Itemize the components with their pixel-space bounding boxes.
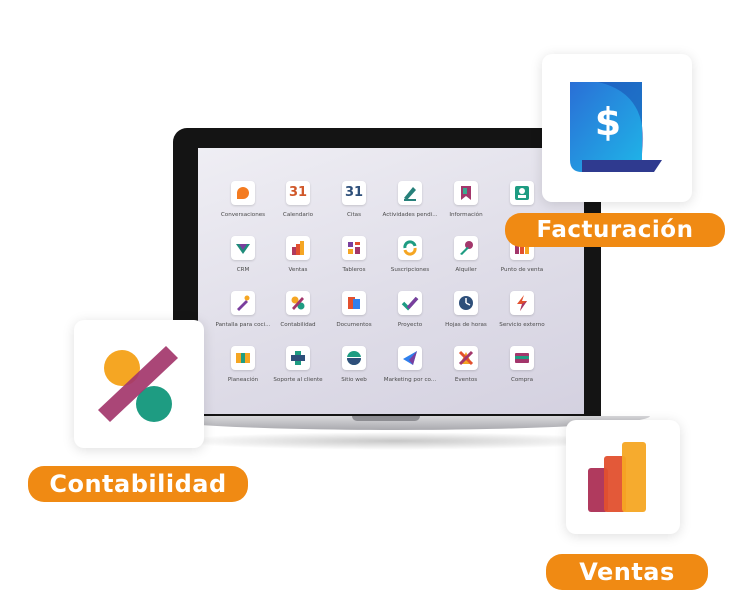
app-label: Contabilidad <box>280 322 316 328</box>
app-label: Marketing por co... <box>383 377 437 383</box>
sales-chart-icon <box>286 236 310 260</box>
app-label: Sitio web <box>341 377 367 383</box>
app-label: Planeación <box>227 377 259 383</box>
app-label: Ventas <box>288 267 308 273</box>
website-icon <box>342 346 366 370</box>
app-label: Eventos <box>454 377 478 383</box>
clock-icon <box>454 291 478 315</box>
app-eventos[interactable]: Eventos <box>436 346 496 396</box>
documents-icon <box>342 291 366 315</box>
app-label: Servicio externo <box>499 322 545 328</box>
contabilidad-label: Contabilidad <box>28 466 248 502</box>
app-tableros[interactable]: Tableros <box>324 236 384 286</box>
app-citas[interactable]: 31 Citas <box>324 181 384 231</box>
app-servicio-externo[interactable]: Servicio externo <box>492 291 552 341</box>
planning-icon <box>231 346 255 370</box>
crm-icon <box>231 236 255 260</box>
app-label: Citas <box>347 212 361 218</box>
app-label: Compra <box>510 377 534 383</box>
app-label: Documentos <box>336 322 372 328</box>
app-hojas-de-horas[interactable]: Hojas de horas <box>436 291 496 341</box>
ventas-label: Ventas <box>546 554 708 590</box>
events-icon <box>454 346 478 370</box>
app-planeacion[interactable]: Planeación <box>213 346 273 396</box>
app-sitio-web[interactable]: Sitio web <box>324 346 384 396</box>
facturacion-card[interactable]: $ <box>542 54 692 202</box>
app-documentos[interactable]: Documentos <box>324 291 384 341</box>
app-suscripciones[interactable]: Suscripciones <box>380 236 440 286</box>
app-contactos[interactable] <box>492 181 552 231</box>
app-crm[interactable]: CRM <box>213 236 273 286</box>
app-label: Actividades pendi... <box>382 212 438 218</box>
app-label: Punto de venta <box>500 267 544 273</box>
app-label: CRM <box>236 267 250 273</box>
app-label: Soporte al cliente <box>273 377 323 383</box>
app-label: Conversaciones <box>220 212 266 218</box>
app-label: Hojas de horas <box>445 322 487 328</box>
laptop-shadow <box>170 432 620 450</box>
app-marketing[interactable]: Marketing por co... <box>380 346 440 396</box>
contabilidad-card[interactable] <box>74 320 204 448</box>
app-alquiler[interactable]: Alquiler <box>436 236 496 286</box>
app-label: Información <box>449 212 483 218</box>
support-icon <box>286 346 310 370</box>
app-label: Calendario <box>282 212 314 218</box>
appointment-icon: 31 <box>342 181 366 205</box>
app-label: Pantalla para coci... <box>215 322 271 328</box>
calendar-glyph: 31 <box>288 185 308 200</box>
app-proyecto[interactable]: Proyecto <box>380 291 440 341</box>
ventas-card[interactable] <box>566 420 680 534</box>
app-contabilidad[interactable]: Contabilidad <box>268 291 328 341</box>
accounting-icon <box>286 291 310 315</box>
sales-chart-icon <box>588 442 646 512</box>
invoice-dollar-icon <box>570 82 662 172</box>
contact-card-icon <box>510 181 534 205</box>
chat-bubble-icon <box>231 181 255 205</box>
laptop-screen: Conversaciones 31 Calendario 31 Citas Ac… <box>198 148 584 414</box>
app-actividades[interactable]: Actividades pendi... <box>380 181 440 231</box>
key-icon <box>454 236 478 260</box>
app-soporte-cliente[interactable]: Soporte al cliente <box>268 346 328 396</box>
dashboard-icon <box>342 236 366 260</box>
pen-icon <box>398 181 422 205</box>
bookmark-icon <box>454 181 478 205</box>
accounting-icon <box>98 346 178 422</box>
paper-plane-icon <box>398 346 422 370</box>
dollar-glyph: $ <box>594 100 622 144</box>
app-label: Alquiler <box>455 267 477 273</box>
app-informacion[interactable]: Información <box>436 181 496 231</box>
appointment-glyph: 31 <box>344 185 364 200</box>
purchase-icon <box>510 346 534 370</box>
calendar-icon: 31 <box>286 181 310 205</box>
app-conversaciones[interactable]: Conversaciones <box>213 181 273 231</box>
check-icon <box>398 291 422 315</box>
app-label: Proyecto <box>397 322 423 328</box>
app-label: Suscripciones <box>390 267 430 273</box>
bolt-icon <box>510 291 534 315</box>
laptop-base <box>140 416 650 430</box>
magic-icon <box>231 291 255 315</box>
app-ventas[interactable]: Ventas <box>268 236 328 286</box>
refresh-icon <box>398 236 422 260</box>
app-pantalla-cocina[interactable]: Pantalla para coci... <box>213 291 273 341</box>
app-label: Tableros <box>342 267 366 273</box>
laptop-notch <box>352 416 420 421</box>
app-calendario[interactable]: 31 Calendario <box>268 181 328 231</box>
app-compra[interactable]: Compra <box>492 346 552 396</box>
facturacion-label: Facturación <box>505 213 725 247</box>
